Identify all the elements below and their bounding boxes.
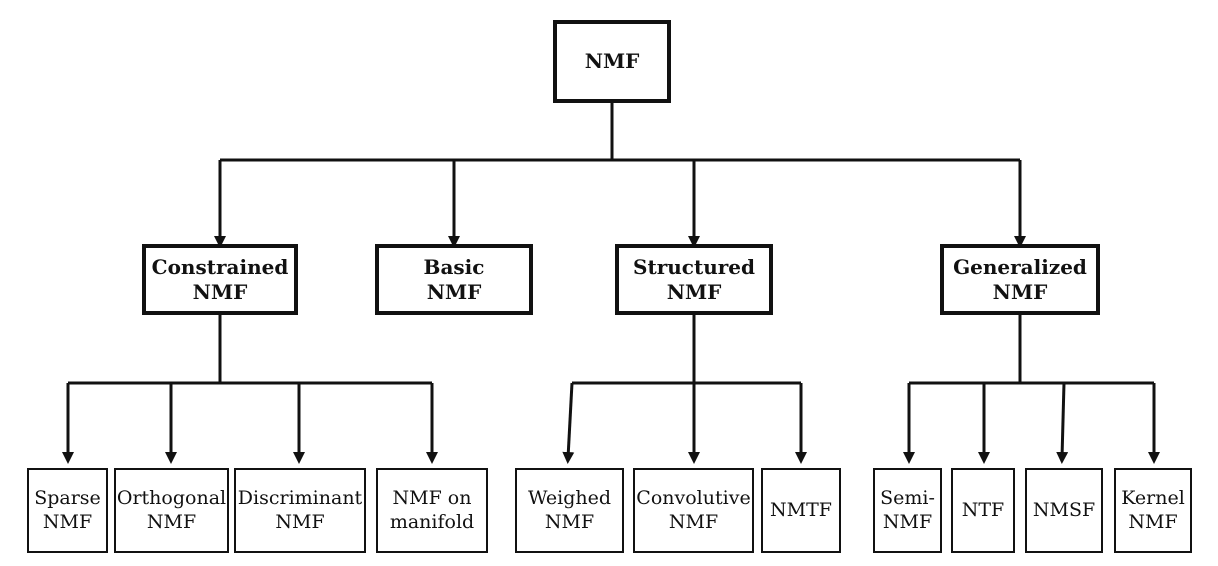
leaf-ntf: NTF [951, 468, 1015, 553]
node-nmf: NMF [553, 20, 671, 103]
leaf-convolutive-nmf: Convolutive NMF [633, 468, 754, 553]
node-basic-nmf: Basic NMF [375, 244, 533, 315]
leaf-sparse-nmf: Sparse NMF [27, 468, 108, 553]
leaf-nmtf: NMTF [761, 468, 841, 553]
leaf-kernel-nmf: Kernel NMF [1114, 468, 1192, 553]
leaf-nmf-on-manifold: NMF on manifold [376, 468, 488, 553]
arrow-to-nmsf [1056, 382, 1069, 464]
leaf-nmsf: NMSF [1025, 468, 1103, 553]
leaf-orthogonal-nmf: Orthogonal NMF [114, 468, 229, 553]
arrow-to-weighed [562, 382, 575, 464]
node-generalized-nmf: Generalized NMF [940, 244, 1100, 315]
node-structured-nmf: Structured NMF [615, 244, 773, 315]
leaf-semi-nmf: Semi- NMF [873, 468, 942, 553]
node-constrained-nmf: Constrained NMF [142, 244, 298, 315]
leaf-weighed-nmf: Weighed NMF [515, 468, 624, 553]
leaf-discriminant-nmf: Discriminant NMF [234, 468, 366, 553]
